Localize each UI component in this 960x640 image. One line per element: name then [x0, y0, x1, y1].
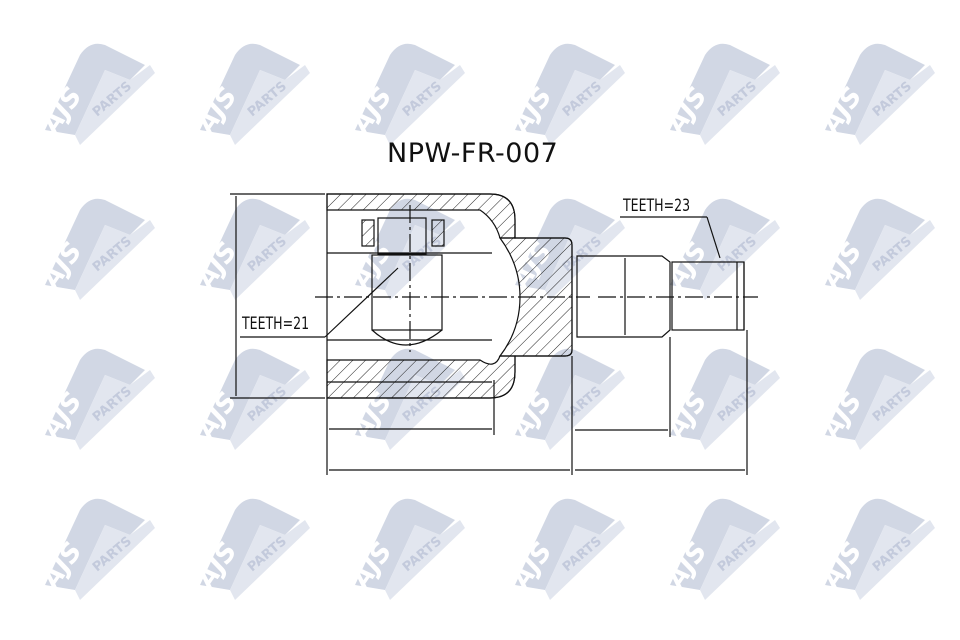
teeth-inner-label: TEETH=21: [242, 314, 310, 334]
part-number-title: NPW-FR-007: [387, 138, 559, 169]
teeth-outer-label: TEETH=23: [623, 196, 691, 216]
